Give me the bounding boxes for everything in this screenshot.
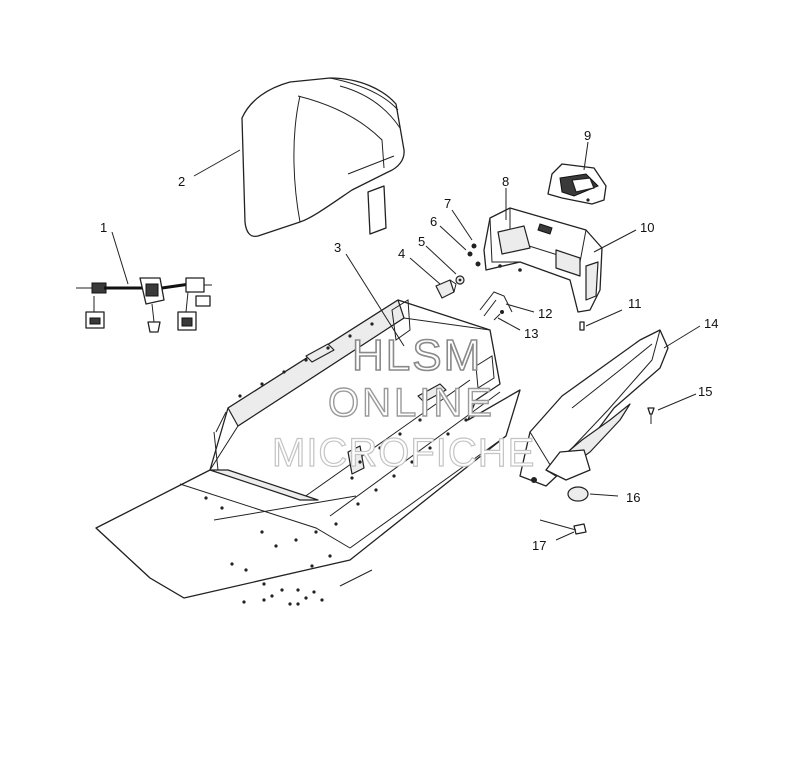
- watermark-line-1: HLSM: [352, 331, 482, 380]
- callout-4: 4: [398, 246, 405, 261]
- leader-lines: [111, 141, 701, 587]
- callout-13: 13: [524, 326, 538, 341]
- rivet-holes: [204, 322, 468, 606]
- screw: [471, 243, 477, 249]
- seat-cushion: [241, 77, 405, 238]
- side-panel: [519, 329, 669, 487]
- callout-3: 3: [334, 240, 341, 255]
- callout-16: 16: [626, 490, 640, 505]
- callout-14: 14: [704, 316, 718, 331]
- tunnel-chassis: [95, 299, 521, 606]
- pin: [579, 321, 585, 331]
- taillight-housing: [483, 207, 603, 313]
- callout-8: 8: [502, 174, 509, 189]
- panel-screw: [647, 407, 655, 424]
- watermark-line-3: MICROFICHE: [272, 431, 535, 475]
- watermark: HLSM ONLINE MICROFICHE: [271, 330, 535, 475]
- callout-9: 9: [584, 128, 591, 143]
- callout-15: 15: [698, 384, 712, 399]
- watermark-line-2: ONLINE: [328, 381, 495, 425]
- callout-1: 1: [100, 220, 107, 235]
- mounting-bracket: [479, 291, 513, 317]
- callout-labels: 1 2 3 4 5 6 7 8 9 10 11 12 13 14 15 16 1…: [100, 128, 718, 553]
- taillight-lens: [547, 163, 607, 205]
- bumper-grommet: [435, 279, 457, 299]
- bolt: [539, 519, 587, 535]
- small-nut: [455, 275, 465, 285]
- plug-cap: [567, 486, 589, 502]
- callout-10: 10: [640, 220, 654, 235]
- washer: [467, 251, 481, 267]
- callout-7: 7: [444, 196, 451, 211]
- callout-11: 11: [628, 296, 642, 311]
- callout-2: 2: [178, 174, 185, 189]
- rivet: [493, 310, 504, 321]
- wiring-harness: [76, 277, 212, 333]
- callout-12: 12: [538, 306, 552, 321]
- callout-5: 5: [418, 234, 425, 249]
- callout-6: 6: [430, 214, 437, 229]
- callout-17: 17: [532, 538, 546, 553]
